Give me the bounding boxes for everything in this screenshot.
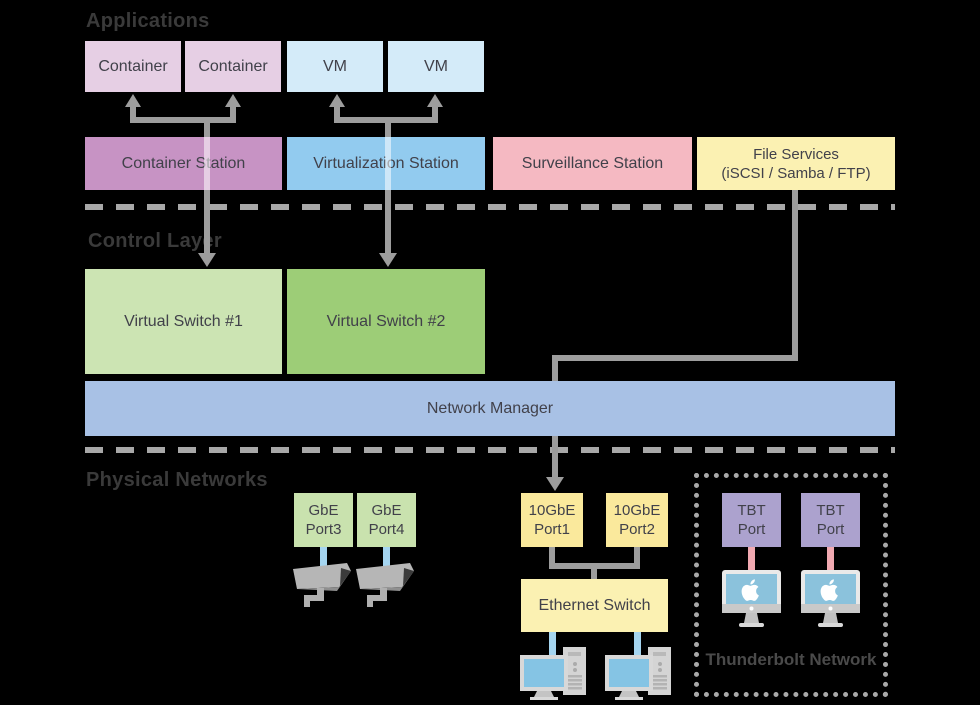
section-title-control-layer: Control Layer bbox=[88, 230, 222, 252]
layer-separator-dashed-line-bottom bbox=[85, 447, 895, 453]
gbe-port4-line2: Port4 bbox=[368, 521, 405, 538]
tbt-port2-line1: TBT bbox=[816, 502, 845, 519]
arrow-down-icon bbox=[546, 477, 564, 491]
layer-separator-dashed-line-top bbox=[85, 204, 895, 210]
surveillance-camera-icon bbox=[291, 561, 353, 607]
tbt-port1-box: TBT Port bbox=[722, 493, 781, 547]
gbe-port3-line2: Port3 bbox=[305, 521, 342, 538]
arrow-up-icon bbox=[427, 94, 443, 107]
arrow-down-icon bbox=[379, 253, 397, 267]
connector-line bbox=[130, 117, 236, 123]
apple-imac-icon bbox=[801, 567, 860, 630]
file-services-line1: File Services bbox=[753, 145, 839, 163]
file-services-line2: (iSCSI / Samba / FTP) bbox=[721, 164, 871, 182]
surveillance-station-box: Surveillance Station bbox=[493, 137, 692, 190]
connector-line bbox=[385, 190, 391, 253]
ethernet-switch-box: Ethernet Switch bbox=[521, 579, 668, 632]
container-box-1: Container bbox=[85, 41, 181, 92]
desktop-computer-icon bbox=[517, 644, 589, 700]
10gbe-port2-line2: Port2 bbox=[619, 521, 655, 538]
virtual-switch-1-box: Virtual Switch #1 bbox=[85, 269, 282, 374]
arrow-up-icon bbox=[329, 94, 345, 107]
connector-line-pink bbox=[827, 547, 834, 572]
connector-line bbox=[334, 106, 340, 123]
connector-line-blue bbox=[320, 547, 327, 571]
arrow-up-icon bbox=[125, 94, 141, 107]
connector-line-pink bbox=[748, 547, 755, 572]
network-manager-box: Network Manager bbox=[85, 381, 895, 436]
10gbe-port1-line2: Port1 bbox=[534, 521, 570, 538]
gbe-port4-box: GbE Port4 bbox=[357, 493, 416, 547]
apple-logo-icon bbox=[741, 579, 759, 601]
tbt-port2-box: TBT Port bbox=[801, 493, 860, 547]
connector-line bbox=[432, 106, 438, 123]
connector-line bbox=[204, 117, 210, 137]
connector-line bbox=[385, 117, 391, 137]
thunderbolt-network-label: Thunderbolt Network bbox=[705, 650, 877, 669]
file-services-box: File Services (iSCSI / Samba / FTP) bbox=[697, 137, 895, 190]
connector-line-blue bbox=[634, 632, 641, 660]
10gbe-port1-line1: 10GbE bbox=[528, 502, 576, 519]
connector-line bbox=[130, 106, 136, 123]
vm-box-2: VM bbox=[388, 41, 484, 92]
connector-overlay-stripe bbox=[204, 137, 210, 190]
apple-logo-icon bbox=[820, 579, 838, 601]
connector-overlay-stripe bbox=[385, 137, 391, 190]
section-title-physical-networks: Physical Networks bbox=[86, 469, 268, 491]
connector-line bbox=[230, 106, 236, 123]
container-box-2: Container bbox=[185, 41, 281, 92]
10gbe-port2-box: 10GbE Port2 bbox=[606, 493, 668, 547]
surveillance-camera-icon bbox=[354, 561, 416, 607]
gbe-port3-line1: GbE bbox=[308, 502, 339, 519]
arrow-down-icon bbox=[198, 253, 216, 267]
10gbe-port2-line1: 10GbE bbox=[613, 502, 661, 519]
connector-line-blue bbox=[383, 547, 390, 571]
connector-line bbox=[552, 355, 798, 361]
connector-line-blue bbox=[549, 632, 556, 660]
gbe-port3-box: GbE Port3 bbox=[294, 493, 353, 547]
connector-line bbox=[792, 190, 798, 361]
gbe-port4-line1: GbE bbox=[371, 502, 402, 519]
connector-line bbox=[204, 190, 210, 253]
tbt-port1-line1: TBT bbox=[737, 502, 766, 519]
arrow-up-icon bbox=[225, 94, 241, 107]
connector-line bbox=[634, 547, 640, 569]
apple-imac-icon bbox=[722, 567, 781, 630]
connector-line bbox=[591, 563, 597, 579]
container-station-box: Container Station bbox=[85, 137, 282, 190]
connector-line bbox=[549, 547, 555, 569]
section-title-applications: Applications bbox=[86, 10, 210, 32]
thunderbolt-network-zone: Thunderbolt Network bbox=[694, 473, 888, 697]
10gbe-port1-box: 10GbE Port1 bbox=[521, 493, 583, 547]
virtual-switch-2-box: Virtual Switch #2 bbox=[287, 269, 485, 374]
vm-box-1: VM bbox=[287, 41, 383, 92]
tbt-port1-line2: Port bbox=[737, 521, 766, 538]
tbt-port2-line2: Port bbox=[816, 521, 845, 538]
desktop-computer-icon bbox=[602, 644, 674, 700]
